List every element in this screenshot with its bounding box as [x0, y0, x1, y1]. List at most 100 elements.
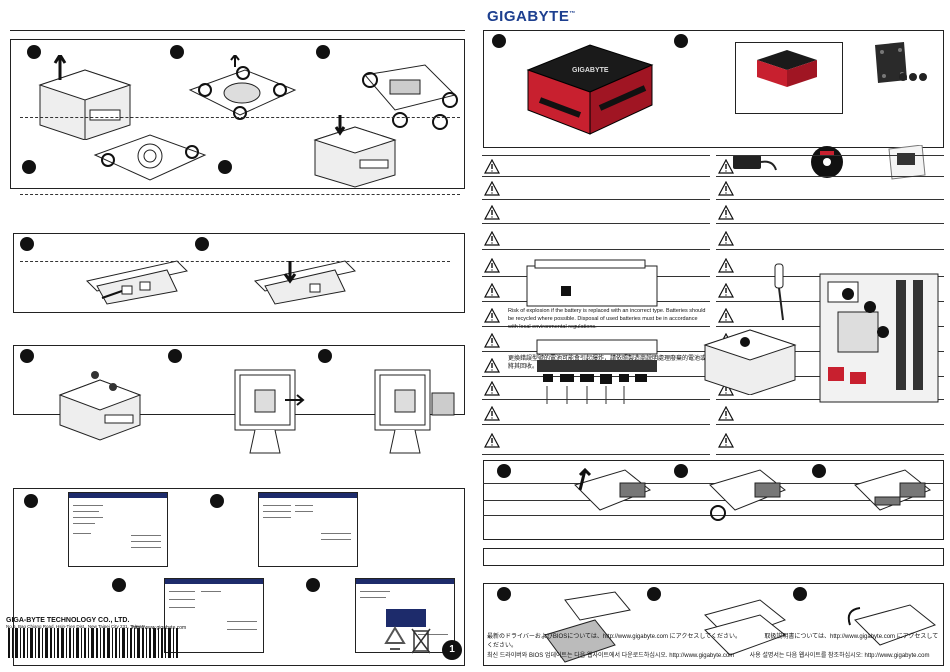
warning-row: [482, 355, 710, 377]
product-lid-logo: GIGABYTE: [572, 67, 609, 74]
screws-accessory-image: [899, 73, 927, 81]
vesa-attach-pc-illustration: [374, 369, 455, 454]
step-3-badge: [318, 349, 332, 363]
warning-row: [716, 202, 944, 224]
warning-triangle-icon: [718, 406, 734, 421]
step-1-badge: [20, 237, 34, 251]
product-in-box-image: [757, 50, 817, 87]
warning-triangle-icon: [484, 231, 500, 246]
right-page: GIGABYTE ™: [475, 0, 950, 672]
battery-warning-cjk: 更換錯誤型號的電池可能會引起爆炸，請依照製造商說明處理廢棄的電池或將其回收。: [508, 356, 707, 370]
cover-slide-illustration: [704, 599, 787, 656]
section-note-bar: [483, 548, 944, 566]
warning-row: [482, 378, 710, 400]
warning-triangle-icon: [718, 231, 734, 246]
warning-row: [716, 228, 944, 250]
warning-triangle-icon: [484, 381, 500, 396]
step-2-badge: [674, 464, 688, 478]
step-1-badge: [497, 464, 511, 478]
power-adapter-image: [733, 155, 777, 171]
warning-row: [716, 155, 944, 177]
warning-triangle-icon: [484, 406, 500, 421]
footer-note-line2: 최신 드라이버와 BIOS 업데이트는 다음 웹사이트에서 다운로드하십시오. …: [487, 650, 942, 659]
bottom-cover-screws-illustration: [188, 55, 297, 120]
footer-note-line1: 最新のドライバーおよびBIOSについては、http://www.gigabyte…: [487, 631, 942, 649]
divider-dashed: [20, 117, 460, 118]
warning-row: [482, 155, 710, 177]
step-3-badge: [316, 45, 330, 59]
footer-note-kr-manual: 사용 설명서는 다음 웹사이트를 참조하십시오: http://www.giga…: [749, 653, 930, 659]
step-1-badge: [24, 494, 38, 508]
step-1-badge: [492, 34, 506, 48]
warning-triangle-icon: [484, 181, 500, 196]
bios-screen-advanced: [258, 492, 358, 567]
msata-screw-illustration: [854, 469, 931, 511]
weee-bin-icon: [411, 628, 431, 654]
step-4-badge: [22, 160, 36, 174]
step-3-badge: [793, 587, 807, 601]
step-2-badge: [647, 587, 661, 601]
rear-panel-illustration: [526, 259, 658, 307]
divider-dashed: [20, 261, 450, 262]
step-5-badge: [218, 160, 232, 174]
warning-row: [482, 228, 710, 250]
trademark: ™: [569, 11, 576, 17]
step-2-badge: [195, 237, 209, 251]
warning-row: [482, 178, 710, 200]
step-2-badge: [674, 34, 688, 48]
warning-triangle-icon: [484, 159, 500, 174]
vesa-bracket-monitor-illustration: [234, 369, 305, 454]
msata-install-illustration: [574, 467, 651, 511]
product-brix-image: GIGABYTE: [526, 44, 654, 135]
quick-guide-image: [888, 145, 926, 180]
warning-triangle-icon: [484, 308, 500, 323]
chassis-open-illustration: [38, 55, 132, 140]
warning-triangle-icon: [718, 159, 734, 174]
page-number-badge: 1: [442, 640, 462, 660]
divider-dashed: [20, 194, 460, 195]
warning-triangle-icon: [484, 333, 500, 348]
bios-screen-save-exit: [355, 578, 455, 653]
bracket-screws-illustration: [362, 64, 458, 130]
footer-note-jp-manual: 取扱説明書については、http://www.gigabyte.com にアクセス…: [487, 634, 939, 649]
footer-note-jp-driver: 最新のドライバーおよびBIOSについては、http://www.gigabyte…: [487, 634, 741, 640]
warning-row: [716, 403, 944, 425]
chassis-assembly-illustration: [313, 115, 397, 188]
cover-close-illustration: [847, 604, 937, 646]
left-page: GIGA-BYTE TECHNOLOGY CO., LTD. No.6, Bao…: [6, 30, 465, 666]
warning-row: [482, 403, 710, 425]
motherboard-illustration: [819, 273, 939, 403]
battery-warning-text: Risk of explosion if the battery is repl…: [508, 308, 706, 330]
warning-triangle-icon: [484, 258, 500, 273]
step-2-badge: [168, 349, 182, 363]
bios-screen-main: [68, 492, 168, 567]
memory-press-down-illustration: [254, 260, 356, 305]
company-name: GIGA-BYTE TECHNOLOGY CO., LTD.: [6, 617, 130, 624]
section-memory: [13, 233, 465, 313]
step-4-badge: [306, 578, 320, 592]
chassis-open-red-illustration: [703, 329, 797, 395]
divider-solid: [483, 500, 944, 501]
step-2-badge: [210, 494, 224, 508]
warning-triangle-icon: [484, 358, 500, 373]
vesa-bracket-accessory-image: [875, 42, 907, 83]
io-ports-illustration: [536, 339, 658, 404]
warning-row: [482, 305, 710, 327]
warning-triangle-icon: [718, 433, 734, 448]
step-3-badge: [112, 578, 126, 592]
footer-note-kr-driver: 최신 드라이버와 BIOS 업데이트는 다음 웹사이트에서 다운로드하십시오. …: [487, 653, 735, 659]
page-number: 1: [449, 644, 455, 655]
warning-row: [482, 430, 710, 455]
vesa-screws-illustration: [58, 371, 142, 441]
screwdriver-icon: [774, 263, 784, 321]
warning-triangle-icon: [718, 205, 734, 220]
step-1-badge: [27, 45, 41, 59]
top-rule-left: [10, 30, 465, 31]
company-block: GIGA-BYTE TECHNOLOGY CO., LTD. No.6, Bao…: [6, 617, 196, 631]
barcode-icon: [8, 628, 178, 658]
warning-triangle-icon: [484, 205, 500, 220]
recycle-icon: [384, 626, 406, 650]
step-1-badge: [497, 587, 511, 601]
warning-triangle-icon: [718, 308, 734, 323]
warning-triangle-icon: [718, 283, 734, 298]
